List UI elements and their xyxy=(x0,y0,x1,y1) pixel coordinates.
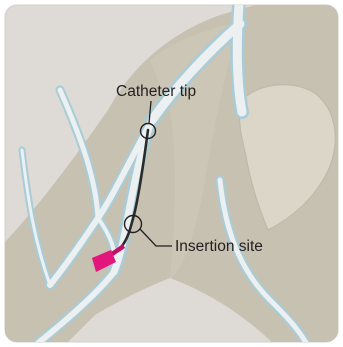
insertion-site-label: Insertion site xyxy=(175,238,263,255)
catheter-tip-label: Catheter tip xyxy=(116,83,196,100)
